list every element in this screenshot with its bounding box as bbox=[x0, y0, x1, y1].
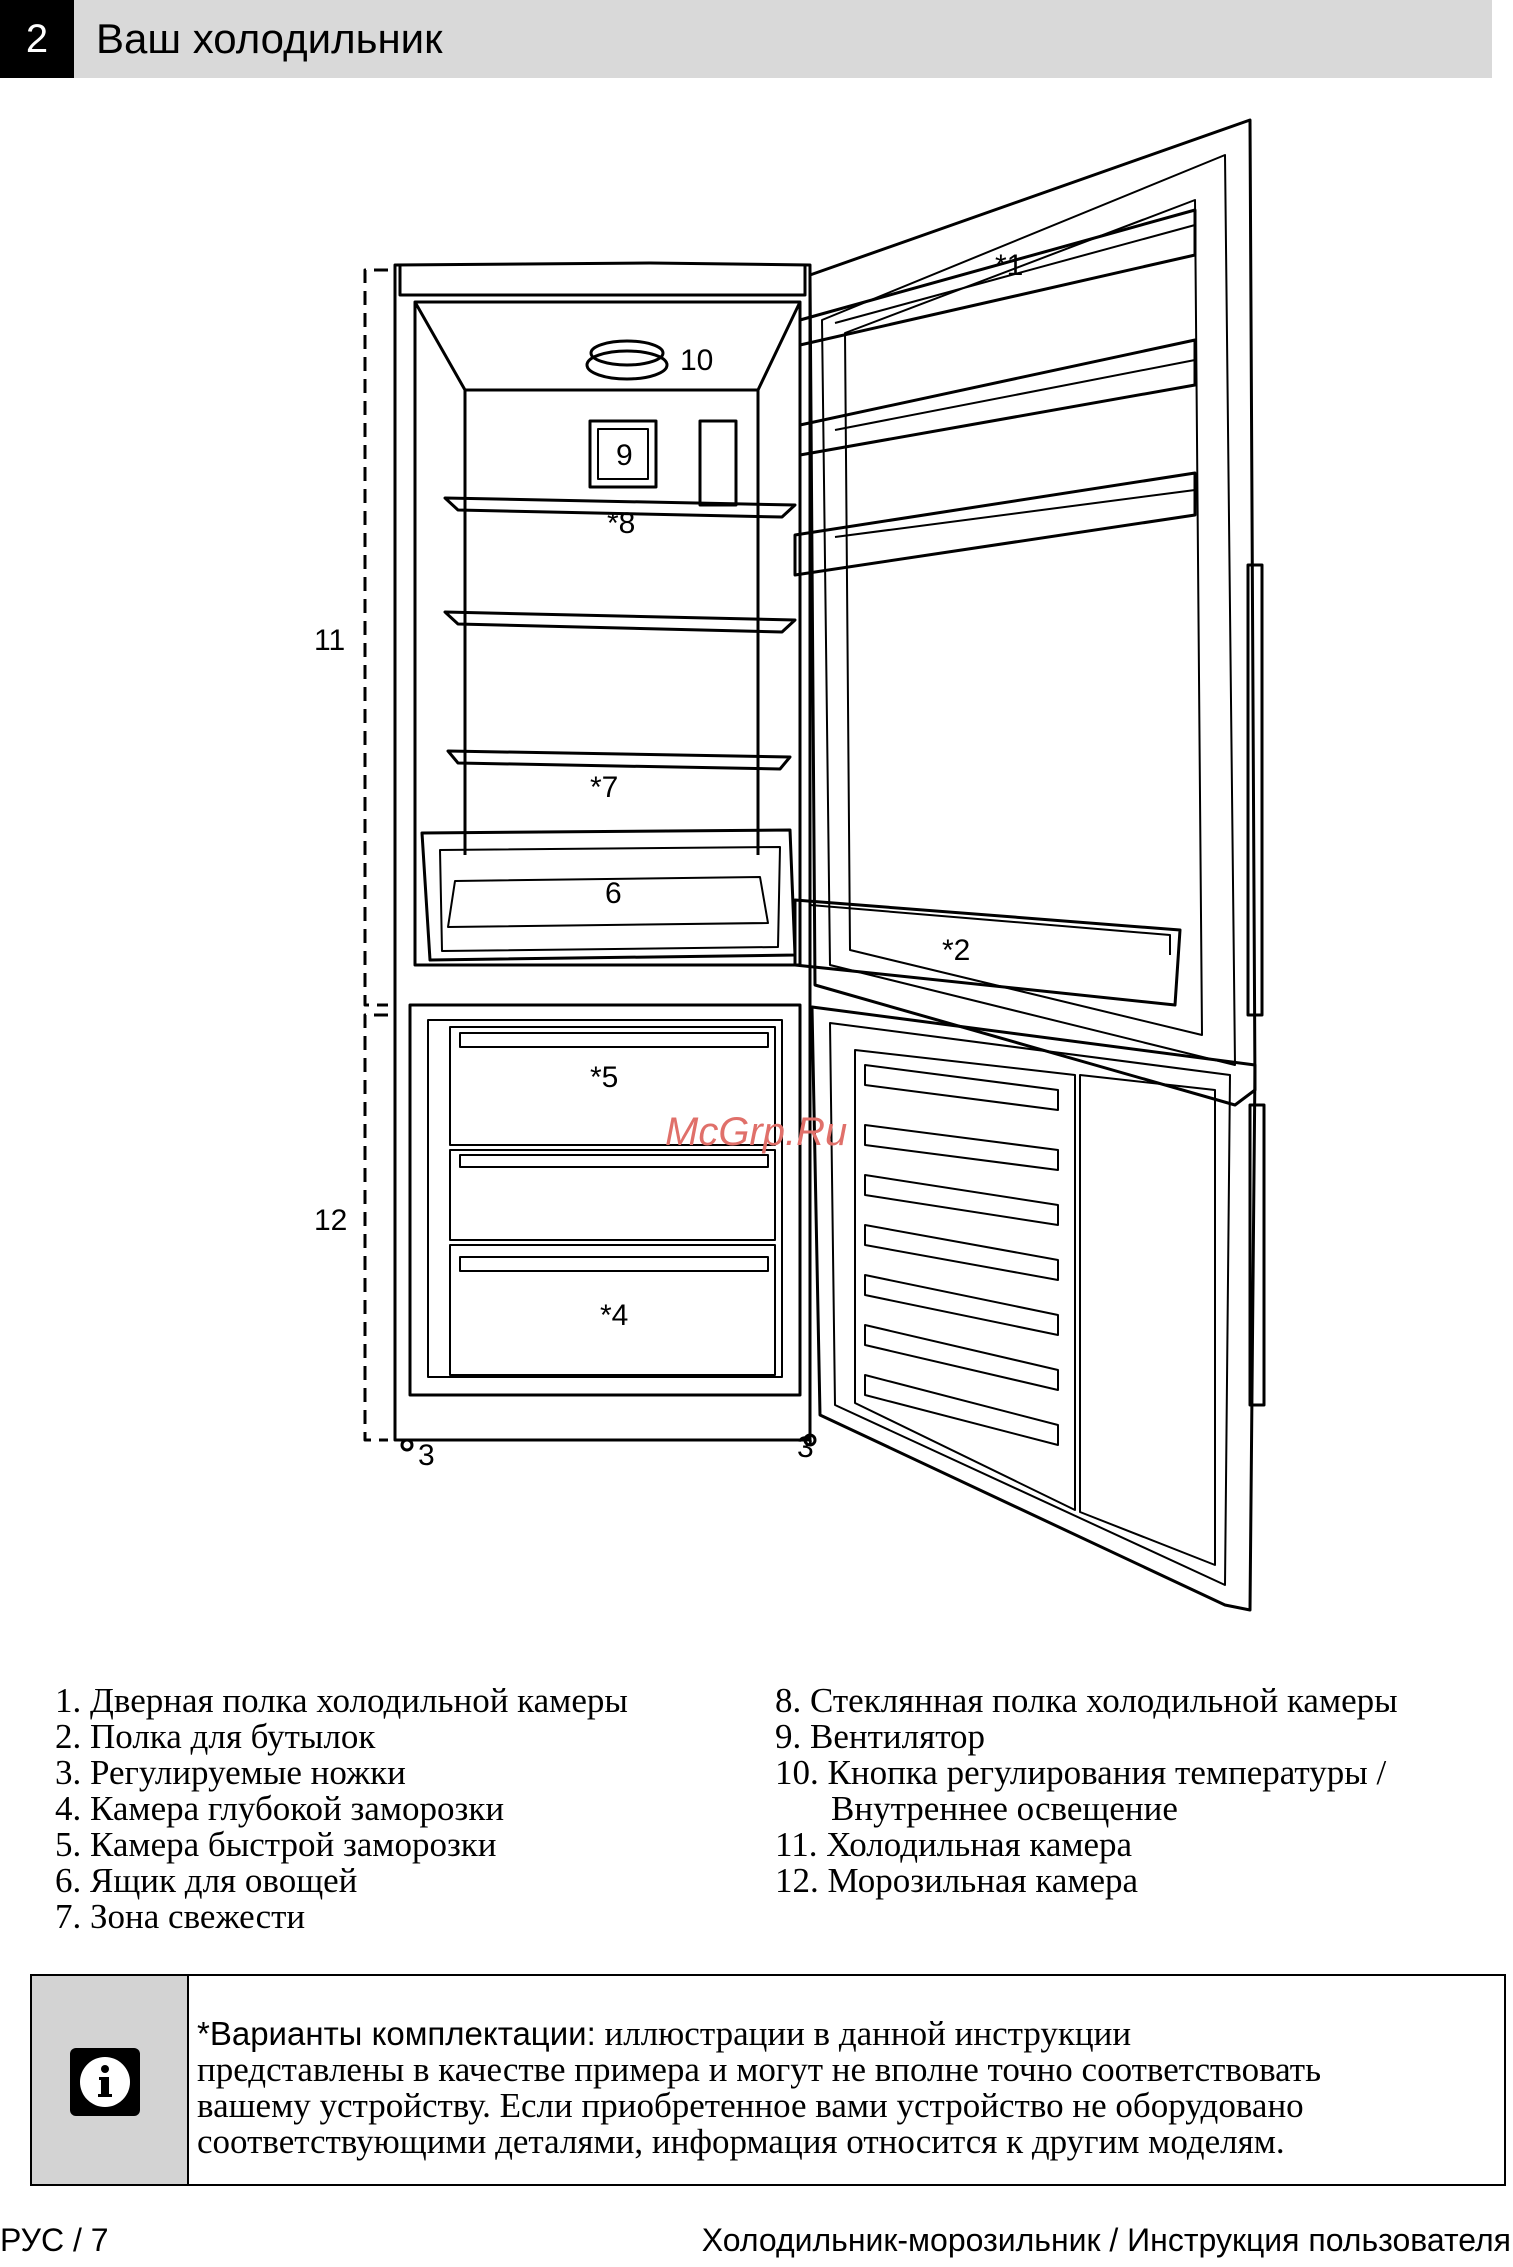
legend-right: 8. Стеклянная полка холодильной камеры 9… bbox=[775, 1683, 1398, 1899]
fridge-cabinet-outline bbox=[393, 261, 812, 1442]
legend-item: 6. Ящик для овощей bbox=[55, 1861, 358, 1900]
note-bold-lead: *Варианты комплектации: bbox=[197, 2015, 596, 2052]
legend-item: 5. Камера быстрой заморозки bbox=[55, 1825, 497, 1864]
label-9: 9 bbox=[616, 439, 633, 472]
label-11: 11 bbox=[314, 624, 345, 657]
bottle-shelf bbox=[793, 898, 1182, 1007]
glass-shelf-2 bbox=[443, 610, 797, 634]
freezer-door-outline bbox=[810, 1005, 1257, 1612]
legend-item: 12. Морозильная камера bbox=[775, 1861, 1139, 1900]
freezer-compartment bbox=[408, 1003, 802, 1397]
legend-item: 8. Стеклянная полка холодильной камеры bbox=[775, 1681, 1398, 1720]
doc-title: Холодильник-морозильник / Инструкция пол… bbox=[701, 2222, 1511, 2258]
info-note: *Варианты комплектации: иллюстрации в да… bbox=[30, 1974, 1506, 2186]
legend-item: 4. Камера глубокой заморозки bbox=[55, 1789, 505, 1828]
legend-item: 1. Дверная полка холодильной камеры bbox=[55, 1681, 628, 1720]
legend-item: 7. Зона свежести bbox=[55, 1897, 306, 1936]
legend-item: 11. Холодильная камера bbox=[775, 1825, 1133, 1864]
legend-item-continuation: Внутреннее освещение bbox=[831, 1789, 1178, 1828]
note-line-1: иллюстрации в данной инструкции bbox=[595, 2014, 1132, 2053]
label-3-right: 3 bbox=[797, 1431, 814, 1464]
label-3-left: 3 bbox=[418, 1439, 435, 1472]
watermark: McGrp.Ru bbox=[665, 1110, 847, 1154]
door-shelf-3 bbox=[793, 471, 1197, 577]
info-icon bbox=[70, 2048, 140, 2116]
freezer-drawer-mid bbox=[449, 1149, 776, 1241]
section-header: 2 Ваш холодильник bbox=[0, 0, 1492, 78]
fridge-compartment bbox=[413, 300, 802, 967]
freezer-door-handle bbox=[1248, 1103, 1266, 1407]
fridge-door-outline bbox=[808, 118, 1257, 1107]
label-6: 6 bbox=[605, 877, 622, 910]
label-2: *2 bbox=[942, 934, 970, 967]
page-number: РУС / 7 bbox=[0, 2222, 109, 2258]
legend-item: 3. Регулируемые ножки bbox=[55, 1753, 406, 1792]
info-icon-cell bbox=[32, 1976, 189, 2184]
label-1: *1 bbox=[995, 249, 1023, 282]
glass-shelf-3 bbox=[446, 749, 792, 771]
section-title: Ваш холодильник bbox=[96, 15, 443, 62]
note-line-4: соответствующими деталями, информация от… bbox=[197, 2122, 1285, 2161]
label-4: *4 bbox=[600, 1299, 628, 1332]
label-5: *5 bbox=[590, 1061, 618, 1094]
section-number: 2 bbox=[0, 0, 74, 78]
legend-item: 10. Кнопка регулирования температуры / bbox=[775, 1753, 1387, 1792]
freezer-drawer-top bbox=[449, 1026, 776, 1146]
note-line-3: вашему устройству. Если приобретенное ва… bbox=[197, 2086, 1304, 2125]
door-shelf-1 bbox=[798, 208, 1197, 347]
legend-item: 9. Вентилятор bbox=[775, 1717, 986, 1756]
light-button bbox=[585, 349, 669, 381]
note-text: *Варианты комплектации: иллюстрации в да… bbox=[197, 2016, 1497, 2160]
freezer-drawer-bottom bbox=[449, 1244, 776, 1376]
label-10: 10 bbox=[680, 344, 713, 377]
note-line-2: представлены в качестве примера и могут … bbox=[197, 2050, 1322, 2089]
door-shelf-2 bbox=[798, 338, 1197, 457]
fridge-door-handle bbox=[1246, 563, 1264, 1017]
fan-box bbox=[588, 419, 658, 489]
legend-left: 1. Дверная полка холодильной камеры 2. П… bbox=[55, 1683, 628, 1935]
label-8: *8 bbox=[607, 507, 635, 540]
fridge-diagram: *1 *2 3 3 *4 *5 6 *7 *8 9 10 11 12 McGrp… bbox=[314, 118, 1266, 1612]
label-12: 12 bbox=[314, 1204, 347, 1237]
legend-item: 2. Полка для бутылок bbox=[55, 1717, 376, 1756]
bracket-freezer bbox=[363, 1013, 388, 1442]
glass-shelf-1 bbox=[443, 496, 797, 519]
bracket-fridge bbox=[363, 268, 388, 1007]
label-7: *7 bbox=[590, 771, 618, 804]
